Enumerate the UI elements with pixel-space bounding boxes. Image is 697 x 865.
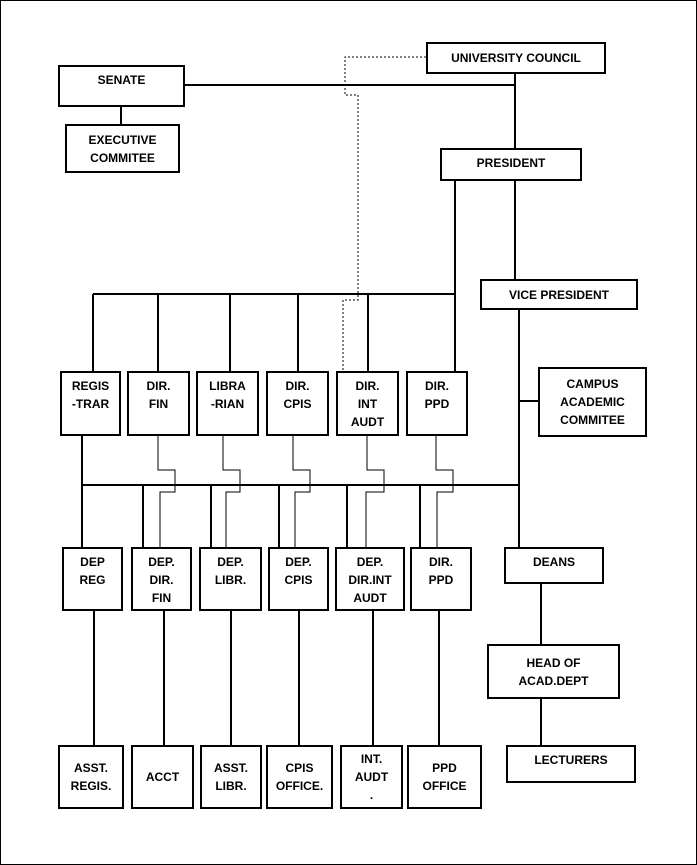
asst-regis-label-1: ASST. [73, 761, 108, 775]
president-box: PRESIDENT [440, 148, 582, 181]
executive-committee-label-2: COMMITEE [90, 150, 155, 165]
head-of-acad-dept-box: HEAD OF ACAD.DEPT [487, 644, 620, 699]
president-label: PRESIDENT [476, 156, 546, 170]
dir-int-audt-box: DIR. INT AUDT [336, 371, 399, 436]
dep-cpis-box: DEP. CPIS [268, 547, 329, 611]
dir-int-audt-label-2: INT [357, 397, 378, 411]
dep-dir-int-audt-label-3: AUDT [353, 591, 387, 605]
dir-ppd-lower-label-2: PPD [428, 573, 454, 587]
dep-reg-label-1: DEP [80, 555, 105, 569]
cpis-office-box: CPIS OFFICE. [266, 745, 333, 809]
university-council-box: UNIVERSITY COUNCIL [426, 42, 606, 74]
librarian-label-1: LIBRA [209, 379, 246, 393]
int-audt-unit-label-3: . [369, 788, 374, 802]
dir-ppd-lower-label-1: DIR. [429, 555, 453, 569]
int-audt-unit-label-2: AUDT [354, 770, 389, 784]
dep-dir-int-audt-label-1: DEP. [356, 555, 384, 569]
campus-academic-committee-label-1: CAMPUS [566, 377, 619, 391]
campus-academic-committee-label-2: ACADEMIC [560, 395, 625, 409]
dir-fin-label-1: DIR. [146, 379, 171, 393]
dir-cpis-box: DIR. CPIS [266, 371, 329, 436]
campus-academic-committee-box: CAMPUS ACADEMIC COMMITEE [538, 367, 647, 437]
dep-reg-label-2: REG [79, 573, 106, 587]
deans-box: DEANS [504, 547, 604, 584]
dep-dir-fin-label-3: FIN [151, 591, 172, 605]
dep-libr-label-2: LIBR. [214, 573, 247, 587]
acct-box: ACCT [131, 745, 194, 809]
lecturers-box: LECTURERS [506, 745, 636, 783]
acct-label: ACCT [145, 770, 180, 784]
ppd-office-label-2: OFFICE [422, 779, 467, 793]
dep-dir-int-audt-label-2: DIR.INT [348, 573, 392, 587]
senate-label: SENATE [97, 73, 146, 87]
dir-cpis-label-2: CPIS [283, 397, 312, 411]
dep-cpis-label-1: DEP. [285, 555, 312, 569]
ppd-office-box: PPD OFFICE [407, 745, 482, 809]
campus-academic-committee-label-3: COMMITEE [560, 413, 625, 427]
dep-cpis-label-2: CPIS [284, 573, 313, 587]
registrar-box: REGIS -TRAR [60, 371, 121, 436]
asst-regis-box: ASST. REGIS. [58, 745, 124, 809]
dep-libr-box: DEP. LIBR. [199, 547, 262, 611]
asst-libr-box: ASST. LIBR. [200, 745, 262, 809]
dir-ppd-box: DIR. PPD [406, 371, 468, 436]
university-council-label: UNIVERSITY COUNCIL [451, 51, 581, 65]
dep-dir-fin-label-1: DEP. [148, 555, 175, 569]
dir-fin-box: DIR. FIN [127, 371, 190, 436]
executive-committee-box: EXECUTIVE COMMITEE [65, 124, 180, 173]
dir-fin-label-2: FIN [148, 397, 169, 411]
ppd-office-label-1: PPD [432, 761, 457, 775]
head-of-acad-dept-label-2: ACAD.DEPT [518, 673, 589, 688]
librarian-box: LIBRA -RIAN [196, 371, 259, 436]
int-audt-unit-label-1: INT. [360, 752, 383, 766]
executive-committee-label-1: EXECUTIVE [88, 132, 157, 147]
asst-libr-label-2: LIBR. [215, 779, 247, 793]
registrar-label-2: -TRAR [71, 397, 110, 411]
dir-ppd-label-1: DIR. [425, 379, 449, 393]
cpis-office-label-2: OFFICE. [275, 779, 324, 793]
int-audt-unit-box: INT. AUDT . [340, 745, 403, 809]
deans-label: DEANS [532, 555, 575, 569]
dep-dir-fin-box: DEP. DIR. FIN [131, 547, 192, 611]
vice-president-label: VICE PRESIDENT [508, 287, 610, 302]
lecturers-label: LECTURERS [534, 753, 608, 767]
dep-dir-int-audt-box: DEP. DIR.INT AUDT [335, 547, 405, 611]
dep-reg-box: DEP REG [62, 547, 123, 611]
registrar-label-1: REGIS [71, 379, 110, 393]
vice-president-box: VICE PRESIDENT [480, 279, 638, 310]
dir-int-audt-label-3: AUDT [350, 415, 385, 429]
asst-libr-label-1: ASST. [213, 761, 248, 775]
dep-libr-label-1: DEP. [217, 555, 244, 569]
dir-ppd-label-2: PPD [424, 397, 450, 411]
dir-ppd-lower-box: DIR. PPD [410, 547, 472, 611]
dep-dir-fin-label-2: DIR. [149, 573, 174, 587]
dir-int-audt-label-1: DIR. [355, 379, 380, 393]
librarian-label-2: -RIAN [210, 397, 245, 411]
cpis-office-label-1: CPIS [285, 761, 314, 775]
dir-cpis-label-1: DIR. [285, 379, 310, 393]
asst-regis-label-2: REGIS. [70, 779, 112, 793]
head-of-acad-dept-label-1: HEAD OF [526, 655, 581, 670]
senate-box: SENATE [58, 65, 185, 107]
